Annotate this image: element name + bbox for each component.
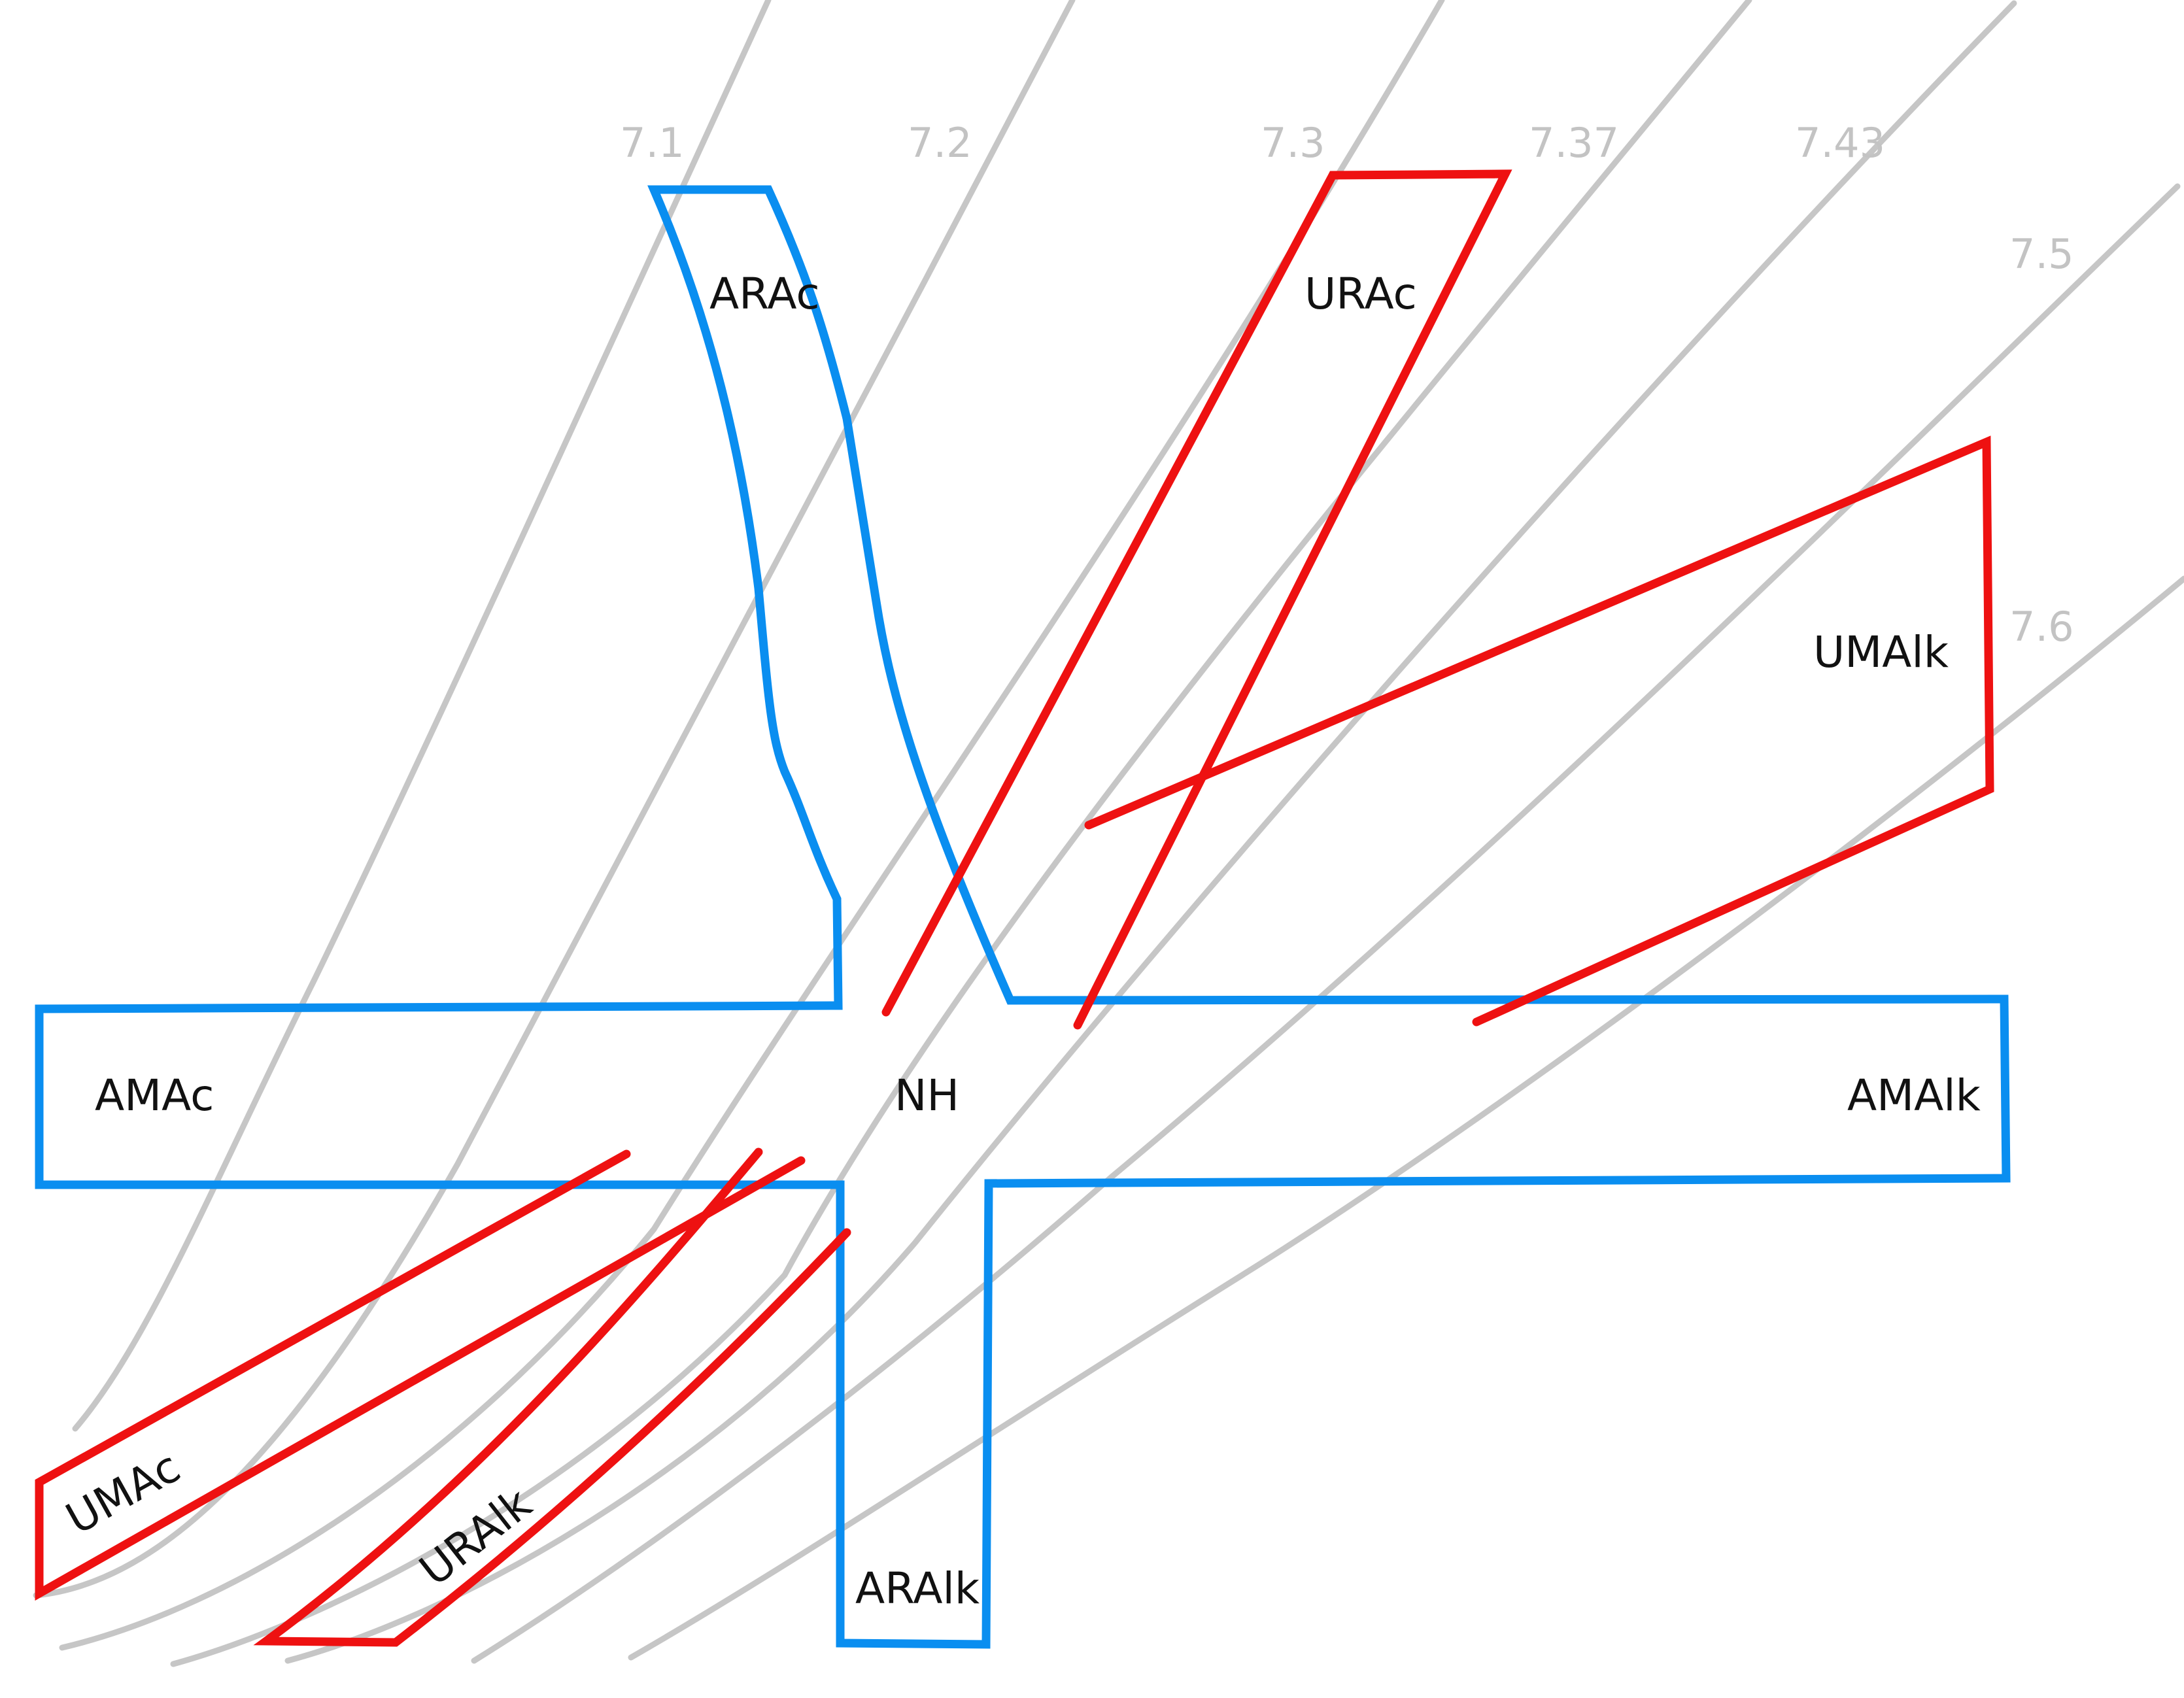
isopleth-7.3-curve: [59, 0, 1445, 1651]
isopleth-7.5-curve: [471, 183, 2181, 1664]
acute-cross-outline: [35, 185, 2011, 1649]
region-labels: ARAc URAc UMAlk AMAc NH AMAlk ARAlk UMAc…: [58, 269, 1981, 1614]
isopleth-label: 7.2: [908, 119, 972, 167]
umac-outline: [35, 1149, 806, 1601]
isopleth-7.37-curve: [170, 0, 1752, 1667]
isopleth-7.2-curve: [33, 0, 1076, 1599]
isopleth-label: 7.3: [1261, 119, 1325, 167]
urac-outline: [881, 169, 1512, 1030]
isopleth-7.6-curve: [628, 575, 2184, 1661]
isopleth-label: 7.5: [2009, 230, 2074, 278]
uralk-outline: [253, 1147, 851, 1647]
isopleth-curves: [33, 0, 2184, 1667]
isopleth-7.1-curve: [72, 0, 772, 1432]
acute-regions: [35, 185, 2011, 1649]
isopleth-label: 7.43: [1795, 119, 1885, 167]
label-arac: ARAc: [709, 269, 820, 319]
isopleth-label: 7.6: [2009, 603, 2074, 651]
label-nh: NH: [895, 1070, 959, 1121]
label-urac: URAc: [1305, 269, 1417, 319]
uncompensated-regions: [35, 169, 1994, 1647]
umalk-outline: [1084, 435, 1994, 1027]
isopleth-label: 7.37: [1529, 119, 1619, 167]
isopleth-7.43-curve: [284, 0, 2017, 1664]
label-aralk: ARAlk: [855, 1563, 980, 1614]
isopleth-labels: 7.1 7.2 7.3 7.37 7.43 7.5 7.6: [620, 119, 2074, 651]
isopleth-label: 7.1: [620, 119, 685, 167]
label-amac: AMAc: [95, 1070, 214, 1121]
label-umalk: UMAlk: [1813, 627, 1949, 677]
label-amalk: AMAlk: [1847, 1070, 1981, 1121]
